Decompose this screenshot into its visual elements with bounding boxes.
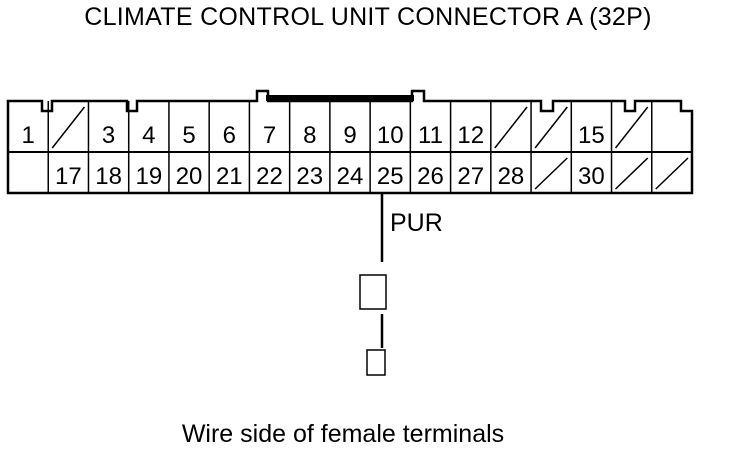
terminal-18-label: 18	[95, 163, 122, 190]
connector-lock-bar	[266, 95, 414, 101]
unused-terminal-mark	[494, 106, 528, 149]
terminal-4-label: 4	[142, 122, 155, 149]
terminal-19-label: 19	[135, 163, 162, 190]
terminal-15-label: 15	[578, 122, 605, 149]
terminal-24-label: 24	[337, 163, 364, 190]
terminal-27-label: 27	[457, 163, 484, 190]
terminal-21-label: 21	[216, 163, 243, 190]
terminal-5-label: 5	[182, 122, 195, 149]
unused-terminal-mark	[655, 157, 689, 190]
terminal-20-label: 20	[176, 163, 203, 190]
unused-terminal-mark	[534, 106, 568, 149]
terminal-26-label: 26	[417, 163, 444, 190]
unused-terminal-mark	[615, 157, 649, 190]
terminal-11-label: 11	[418, 122, 443, 149]
terminal-28-label: 28	[498, 163, 525, 190]
unused-terminal-mark	[534, 157, 568, 190]
bottom-row-cells: 17 18 19 20 21 22 23 24 25 26 27 28 30	[47, 152, 689, 193]
terminal-8-label: 8	[303, 122, 316, 149]
unused-terminal-mark	[51, 106, 86, 149]
terminal-30-label: 30	[578, 163, 605, 190]
terminal-12-label: 12	[457, 122, 484, 149]
terminal-22-label: 22	[256, 163, 283, 190]
terminal-6-label: 6	[223, 122, 236, 149]
wire-color-label: PUR	[390, 209, 443, 237]
diagram-title: CLIMATE CONTROL UNIT CONNECTOR A (32P)	[84, 3, 652, 31]
terminal-17-label: 17	[55, 163, 82, 190]
diagram-caption: Wire side of female terminals	[181, 420, 505, 448]
terminal-25-label: 25	[377, 163, 404, 190]
unused-terminal-mark	[614, 106, 649, 149]
terminal-3-label: 3	[102, 122, 115, 149]
terminal-23-label: 23	[296, 163, 323, 190]
terminal-9-label: 9	[343, 122, 356, 149]
terminal-10-label: 10	[377, 122, 404, 149]
connector-housing	[6, 89, 694, 195]
terminal-7-label: 7	[263, 122, 276, 149]
probe-connector-body	[359, 274, 387, 310]
terminal-1-label: 1	[21, 122, 34, 149]
probe-tip	[366, 349, 386, 376]
